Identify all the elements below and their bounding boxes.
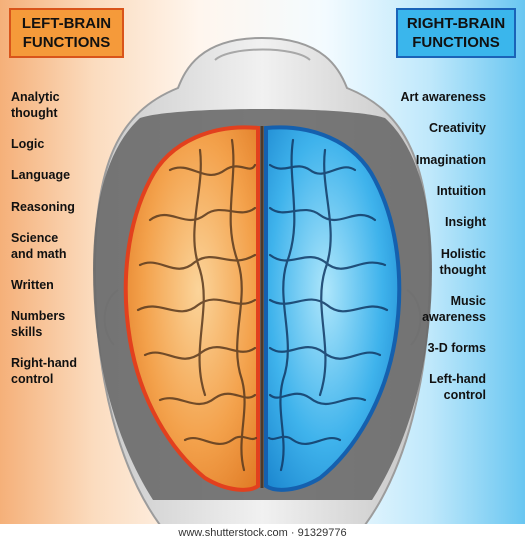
left-function-item: Numbers skills	[11, 309, 66, 339]
left-function-item: Analytic thought	[11, 90, 60, 120]
left-function-item: Language	[11, 168, 71, 182]
right-function-item: 3-D forms	[427, 341, 486, 355]
right-function-item: Holistic thought	[439, 247, 486, 277]
left-brain-title: LEFT-BRAIN FUNCTIONS	[9, 8, 124, 58]
right-function-item: Imagination	[415, 153, 486, 167]
right-function-item: Insight	[445, 215, 486, 229]
footer-credit: www.shutterstock.com · 91329776	[0, 524, 525, 542]
right-hemisphere	[264, 125, 402, 492]
left-function-item: Science and math	[11, 231, 67, 261]
right-brain-title: RIGHT-BRAIN FUNCTIONS	[396, 8, 516, 58]
left-function-item: Written	[11, 278, 54, 292]
left-hemisphere	[123, 125, 260, 492]
left-function-item: Logic	[11, 137, 45, 151]
right-function-item: Creativity	[429, 121, 486, 135]
brain-illustration	[93, 36, 432, 525]
left-function-item: Reasoning	[11, 200, 75, 214]
left-function-item: Right-hand control	[11, 356, 77, 386]
right-function-item: Art awareness	[400, 90, 486, 104]
right-function-item: Music awareness	[422, 294, 486, 324]
right-function-item: Intuition	[436, 184, 486, 198]
right-function-item: Left-hand control	[429, 372, 486, 402]
